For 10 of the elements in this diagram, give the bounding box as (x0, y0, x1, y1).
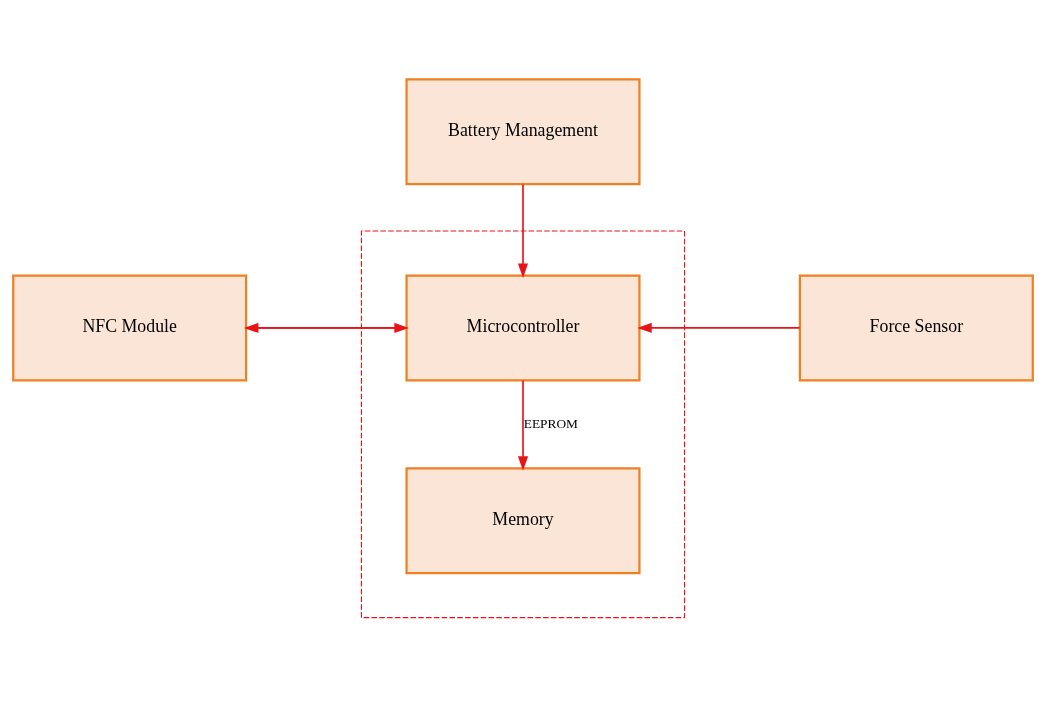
edge-label: EEPROM (523, 415, 578, 431)
node-box: Memory (405, 467, 641, 575)
cluster (360, 230, 686, 619)
node-box: NFC Module (12, 274, 248, 382)
arrow (637, 322, 801, 333)
node-box: Microcontroller (405, 274, 641, 382)
arrow (517, 379, 529, 471)
arrow (517, 183, 529, 278)
node-box: Force Sensor (798, 274, 1034, 382)
node-box: Battery Management (405, 78, 641, 186)
